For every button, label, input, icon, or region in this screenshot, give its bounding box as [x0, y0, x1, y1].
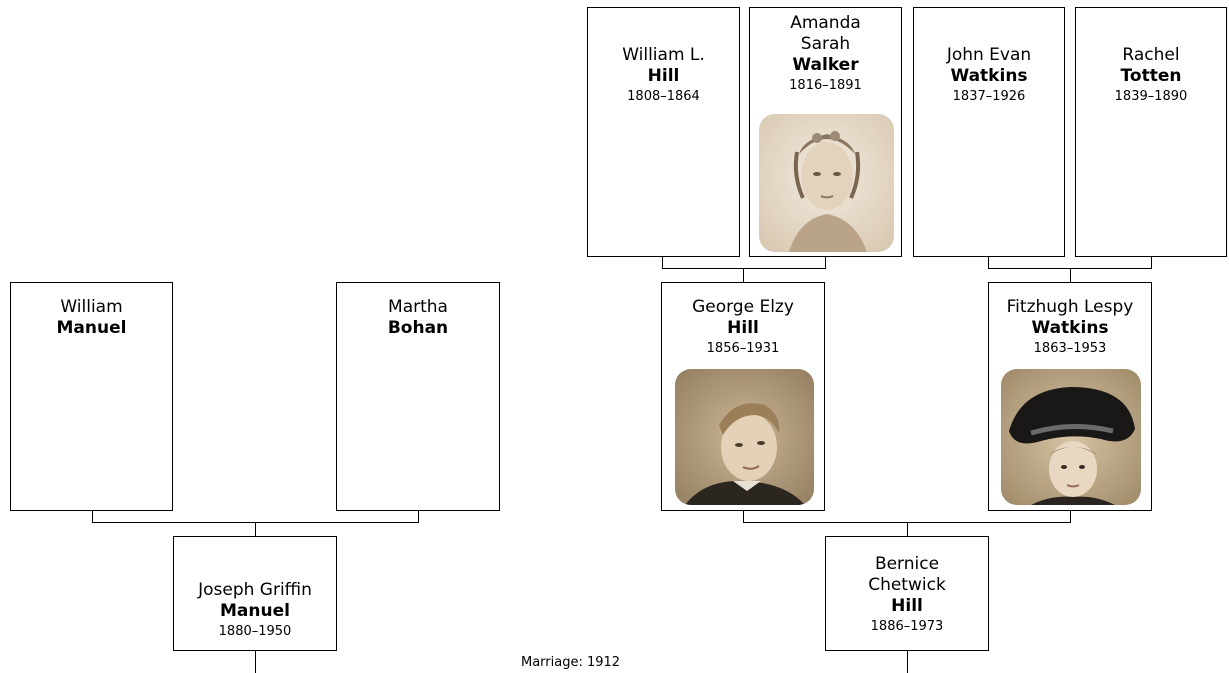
connector-line [418, 511, 419, 523]
portrait-photo[interactable] [675, 369, 814, 505]
marriage-label: Marriage: 1912 [521, 655, 621, 670]
portrait-photo[interactable] [759, 114, 894, 252]
given-name: Rachel [1122, 45, 1180, 65]
surname: Hill [647, 66, 680, 86]
given-name-line-2: Sarah [800, 34, 851, 54]
life-dates: 1808–1864 [627, 89, 700, 104]
surname: Walker [792, 55, 859, 75]
surname: Manuel [56, 318, 127, 338]
given-name: William [60, 297, 123, 317]
person-card-joseph-manuel[interactable]: Joseph Griffin Manuel 1880–1950 [173, 536, 337, 651]
life-dates: 1816–1891 [789, 78, 862, 93]
person-card-william-l-hill[interactable]: William L. Hill 1808–1864 [587, 7, 740, 257]
connector-line [662, 257, 663, 269]
life-dates: 1856–1931 [706, 341, 780, 356]
given-name: Martha [388, 297, 448, 317]
person-card-martha-bohan[interactable]: Martha Bohan [336, 282, 500, 511]
connector-line [1151, 257, 1152, 269]
person-card-amanda-walker[interactable]: Amanda Sarah Walker 1816–1891 [749, 7, 902, 257]
given-name: William L. [622, 45, 705, 65]
connector-line [743, 268, 744, 282]
connector-line [825, 257, 826, 269]
given-name-line-2: Chetwick [868, 575, 946, 595]
connector-line [255, 522, 256, 536]
person-card-fitzhugh-watkins[interactable]: Fitzhugh Lespy Watkins 1863–1953 [988, 282, 1152, 511]
given-name: John Evan [946, 45, 1032, 65]
connector-line [1070, 268, 1071, 282]
connector-line [907, 522, 908, 536]
surname: Hill [727, 318, 759, 338]
surname: Watkins [950, 66, 1028, 86]
given-name: Fitzhugh Lespy [1006, 297, 1134, 317]
given-name-line-1: Bernice [874, 554, 940, 574]
connector-line [1070, 511, 1071, 523]
person-card-bernice-hill[interactable]: Bernice Chetwick Hill 1886–1973 [825, 536, 989, 651]
life-dates: 1880–1950 [218, 624, 292, 639]
life-dates: 1837–1926 [952, 89, 1026, 104]
portrait-photo[interactable] [1001, 369, 1141, 505]
connector-line [662, 268, 826, 269]
life-dates: 1863–1953 [1033, 341, 1107, 356]
connector-line [92, 511, 93, 523]
surname: Bohan [387, 318, 449, 338]
given-name: Joseph Griffin [198, 580, 312, 600]
connector-line [907, 651, 908, 673]
person-card-george-hill[interactable]: George Elzy Hill 1856–1931 [661, 282, 825, 511]
connector-line [743, 511, 744, 523]
life-dates: 1886–1973 [870, 619, 944, 634]
person-card-john-evan-watkins[interactable]: John Evan Watkins 1837–1926 [913, 7, 1065, 257]
given-name-line-1: Amanda [790, 13, 861, 33]
connector-line [255, 651, 256, 673]
surname: Manuel [220, 601, 290, 621]
person-card-rachel-totten[interactable]: Rachel Totten 1839–1890 [1075, 7, 1227, 257]
surname: Totten [1120, 66, 1182, 86]
life-dates: 1839–1890 [1114, 89, 1188, 104]
person-card-william-manuel[interactable]: William Manuel [10, 282, 173, 511]
connector-line [988, 257, 989, 269]
given-name: George Elzy [692, 297, 794, 317]
surname: Watkins [1031, 318, 1109, 338]
surname: Hill [891, 596, 923, 616]
